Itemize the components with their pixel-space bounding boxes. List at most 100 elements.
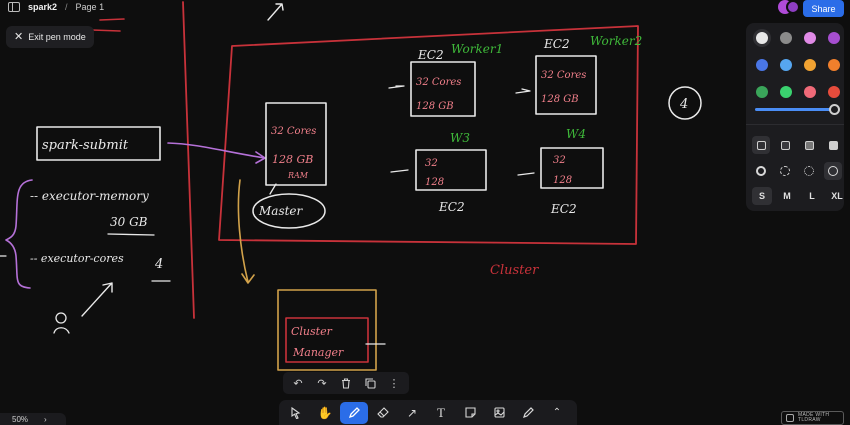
zoom-control[interactable]: 50% › xyxy=(0,413,66,425)
master-connector xyxy=(269,183,277,195)
breadcrumb-separator: / xyxy=(65,2,68,12)
cluster-boundary xyxy=(218,25,639,245)
master-ram-amount: 128 GB xyxy=(272,153,313,166)
cluster-manager-outer xyxy=(277,289,377,371)
highlighter-tool-icon[interactable] xyxy=(514,402,542,424)
arrow-tool-icon[interactable]: ↗ xyxy=(406,405,418,420)
style-panel: S M L XL xyxy=(746,23,844,211)
size-xl-button[interactable]: XL xyxy=(831,191,843,201)
master-ellipse xyxy=(252,193,326,229)
dash-dashed-option[interactable] xyxy=(776,162,794,180)
color-swatch[interactable] xyxy=(828,59,840,71)
worker2-ram: 128 GB xyxy=(541,94,579,105)
cluster-label: Cluster xyxy=(490,263,539,278)
dash-solid-icon xyxy=(828,166,838,176)
duplicate-icon[interactable] xyxy=(359,373,381,393)
made-with-badge[interactable]: MADE WITH TLDRAW xyxy=(781,411,844,425)
worker4-cores: 32 xyxy=(553,155,566,166)
worker1-name: Worker1 xyxy=(451,42,503,56)
red-scribble-2 xyxy=(99,18,125,21)
worker2-name: Worker2 xyxy=(590,34,642,48)
count-value: 4 xyxy=(679,97,688,112)
color-swatch[interactable] xyxy=(804,59,816,71)
executor-cores-value: 4 xyxy=(154,257,163,272)
fill-pattern-option[interactable] xyxy=(824,136,842,154)
executor-cores-label: -- executor-cores xyxy=(30,252,124,265)
color-swatch[interactable] xyxy=(756,86,768,98)
chevron-up-icon[interactable]: ⌃ xyxy=(552,407,562,418)
color-swatch[interactable] xyxy=(780,86,792,98)
note-tool-icon[interactable] xyxy=(456,402,484,424)
opacity-slider-handle[interactable] xyxy=(829,104,840,115)
selection-toolbar: ↶ ↷ ⋮ xyxy=(283,372,409,394)
fill-options xyxy=(752,136,842,154)
eraser-tool-icon[interactable] xyxy=(369,402,397,424)
fill-none-option[interactable] xyxy=(752,136,770,154)
size-m-button[interactable]: M xyxy=(783,191,791,201)
submit-to-master-arrow xyxy=(167,142,266,164)
memory-underline xyxy=(107,233,155,236)
color-swatch[interactable] xyxy=(780,32,792,44)
sidebar-toggle-icon[interactable] xyxy=(8,2,20,12)
red-divider-line xyxy=(182,1,195,319)
page-name[interactable]: Page 1 xyxy=(75,2,105,12)
worker2-box xyxy=(535,55,597,115)
fill-none-icon xyxy=(756,140,766,150)
worker1-ram: 128 GB xyxy=(416,101,454,112)
worker1-type: EC2 xyxy=(417,48,444,62)
image-tool-icon[interactable] xyxy=(485,402,513,424)
share-button[interactable]: Share xyxy=(803,0,844,17)
worker3-type: EC2 xyxy=(438,200,465,214)
color-swatch[interactable] xyxy=(756,59,768,71)
worker3-cores: 32 xyxy=(425,158,438,169)
master-ram-label: RAM xyxy=(287,171,309,180)
collaborator-avatars[interactable] xyxy=(778,0,802,14)
color-swatch[interactable] xyxy=(756,32,768,44)
tools-toolbar: ✋ ↗ T ⌃ xyxy=(279,400,577,425)
hand-tool-icon[interactable]: ✋ xyxy=(317,405,333,420)
dash-dotted-option[interactable] xyxy=(800,162,818,180)
master-label: Master xyxy=(258,204,304,218)
color-swatch[interactable] xyxy=(780,59,792,71)
dash-draw-icon xyxy=(756,166,766,176)
worker4-box xyxy=(540,147,604,189)
undo-icon[interactable]: ↶ xyxy=(293,377,303,390)
color-swatch[interactable] xyxy=(804,86,816,98)
worker1-tick xyxy=(388,85,405,89)
master-to-manager-arrow xyxy=(237,179,255,284)
size-s-button[interactable]: S xyxy=(752,187,772,205)
master-cores: 32 Cores xyxy=(271,126,316,137)
avatar xyxy=(786,0,800,14)
fill-solid-option[interactable] xyxy=(800,136,818,154)
made-with-line1: MADE WITH xyxy=(798,412,830,418)
more-options-icon[interactable]: ⋮ xyxy=(388,377,400,390)
dash-solid-option[interactable] xyxy=(824,162,842,180)
color-swatches xyxy=(753,29,843,101)
chevron-right-icon: › xyxy=(44,414,47,424)
text-tool-icon[interactable]: T xyxy=(437,404,445,420)
color-swatch[interactable] xyxy=(804,32,816,44)
cluster-manager-inner xyxy=(285,317,369,363)
draw-tool-icon[interactable] xyxy=(340,401,368,424)
executor-memory-label: -- executor-memory xyxy=(30,189,149,203)
opacity-slider[interactable] xyxy=(755,104,840,115)
trash-icon[interactable] xyxy=(335,373,357,393)
fill-semi-option[interactable] xyxy=(776,136,794,154)
redo-icon[interactable]: ↷ xyxy=(317,377,327,390)
color-swatch[interactable] xyxy=(828,86,840,98)
size-l-button[interactable]: L xyxy=(809,191,815,201)
worker1-box xyxy=(410,61,476,117)
dash-draw-option[interactable] xyxy=(752,162,770,180)
options-brace xyxy=(5,179,33,289)
fill-semi-icon xyxy=(780,140,790,150)
document-name[interactable]: spark2 xyxy=(28,2,58,12)
worker1-cores: 32 Cores xyxy=(416,77,461,88)
worker4-name: W4 xyxy=(566,127,586,141)
made-with-line2: TLDRAW xyxy=(798,417,821,423)
exit-pen-mode-button[interactable]: ✕ Exit pen mode xyxy=(6,26,94,48)
exit-pen-mode-label: Exit pen mode xyxy=(28,32,86,42)
select-tool-icon[interactable] xyxy=(282,402,310,424)
red-scribble xyxy=(91,29,121,32)
color-swatch[interactable] xyxy=(828,32,840,44)
